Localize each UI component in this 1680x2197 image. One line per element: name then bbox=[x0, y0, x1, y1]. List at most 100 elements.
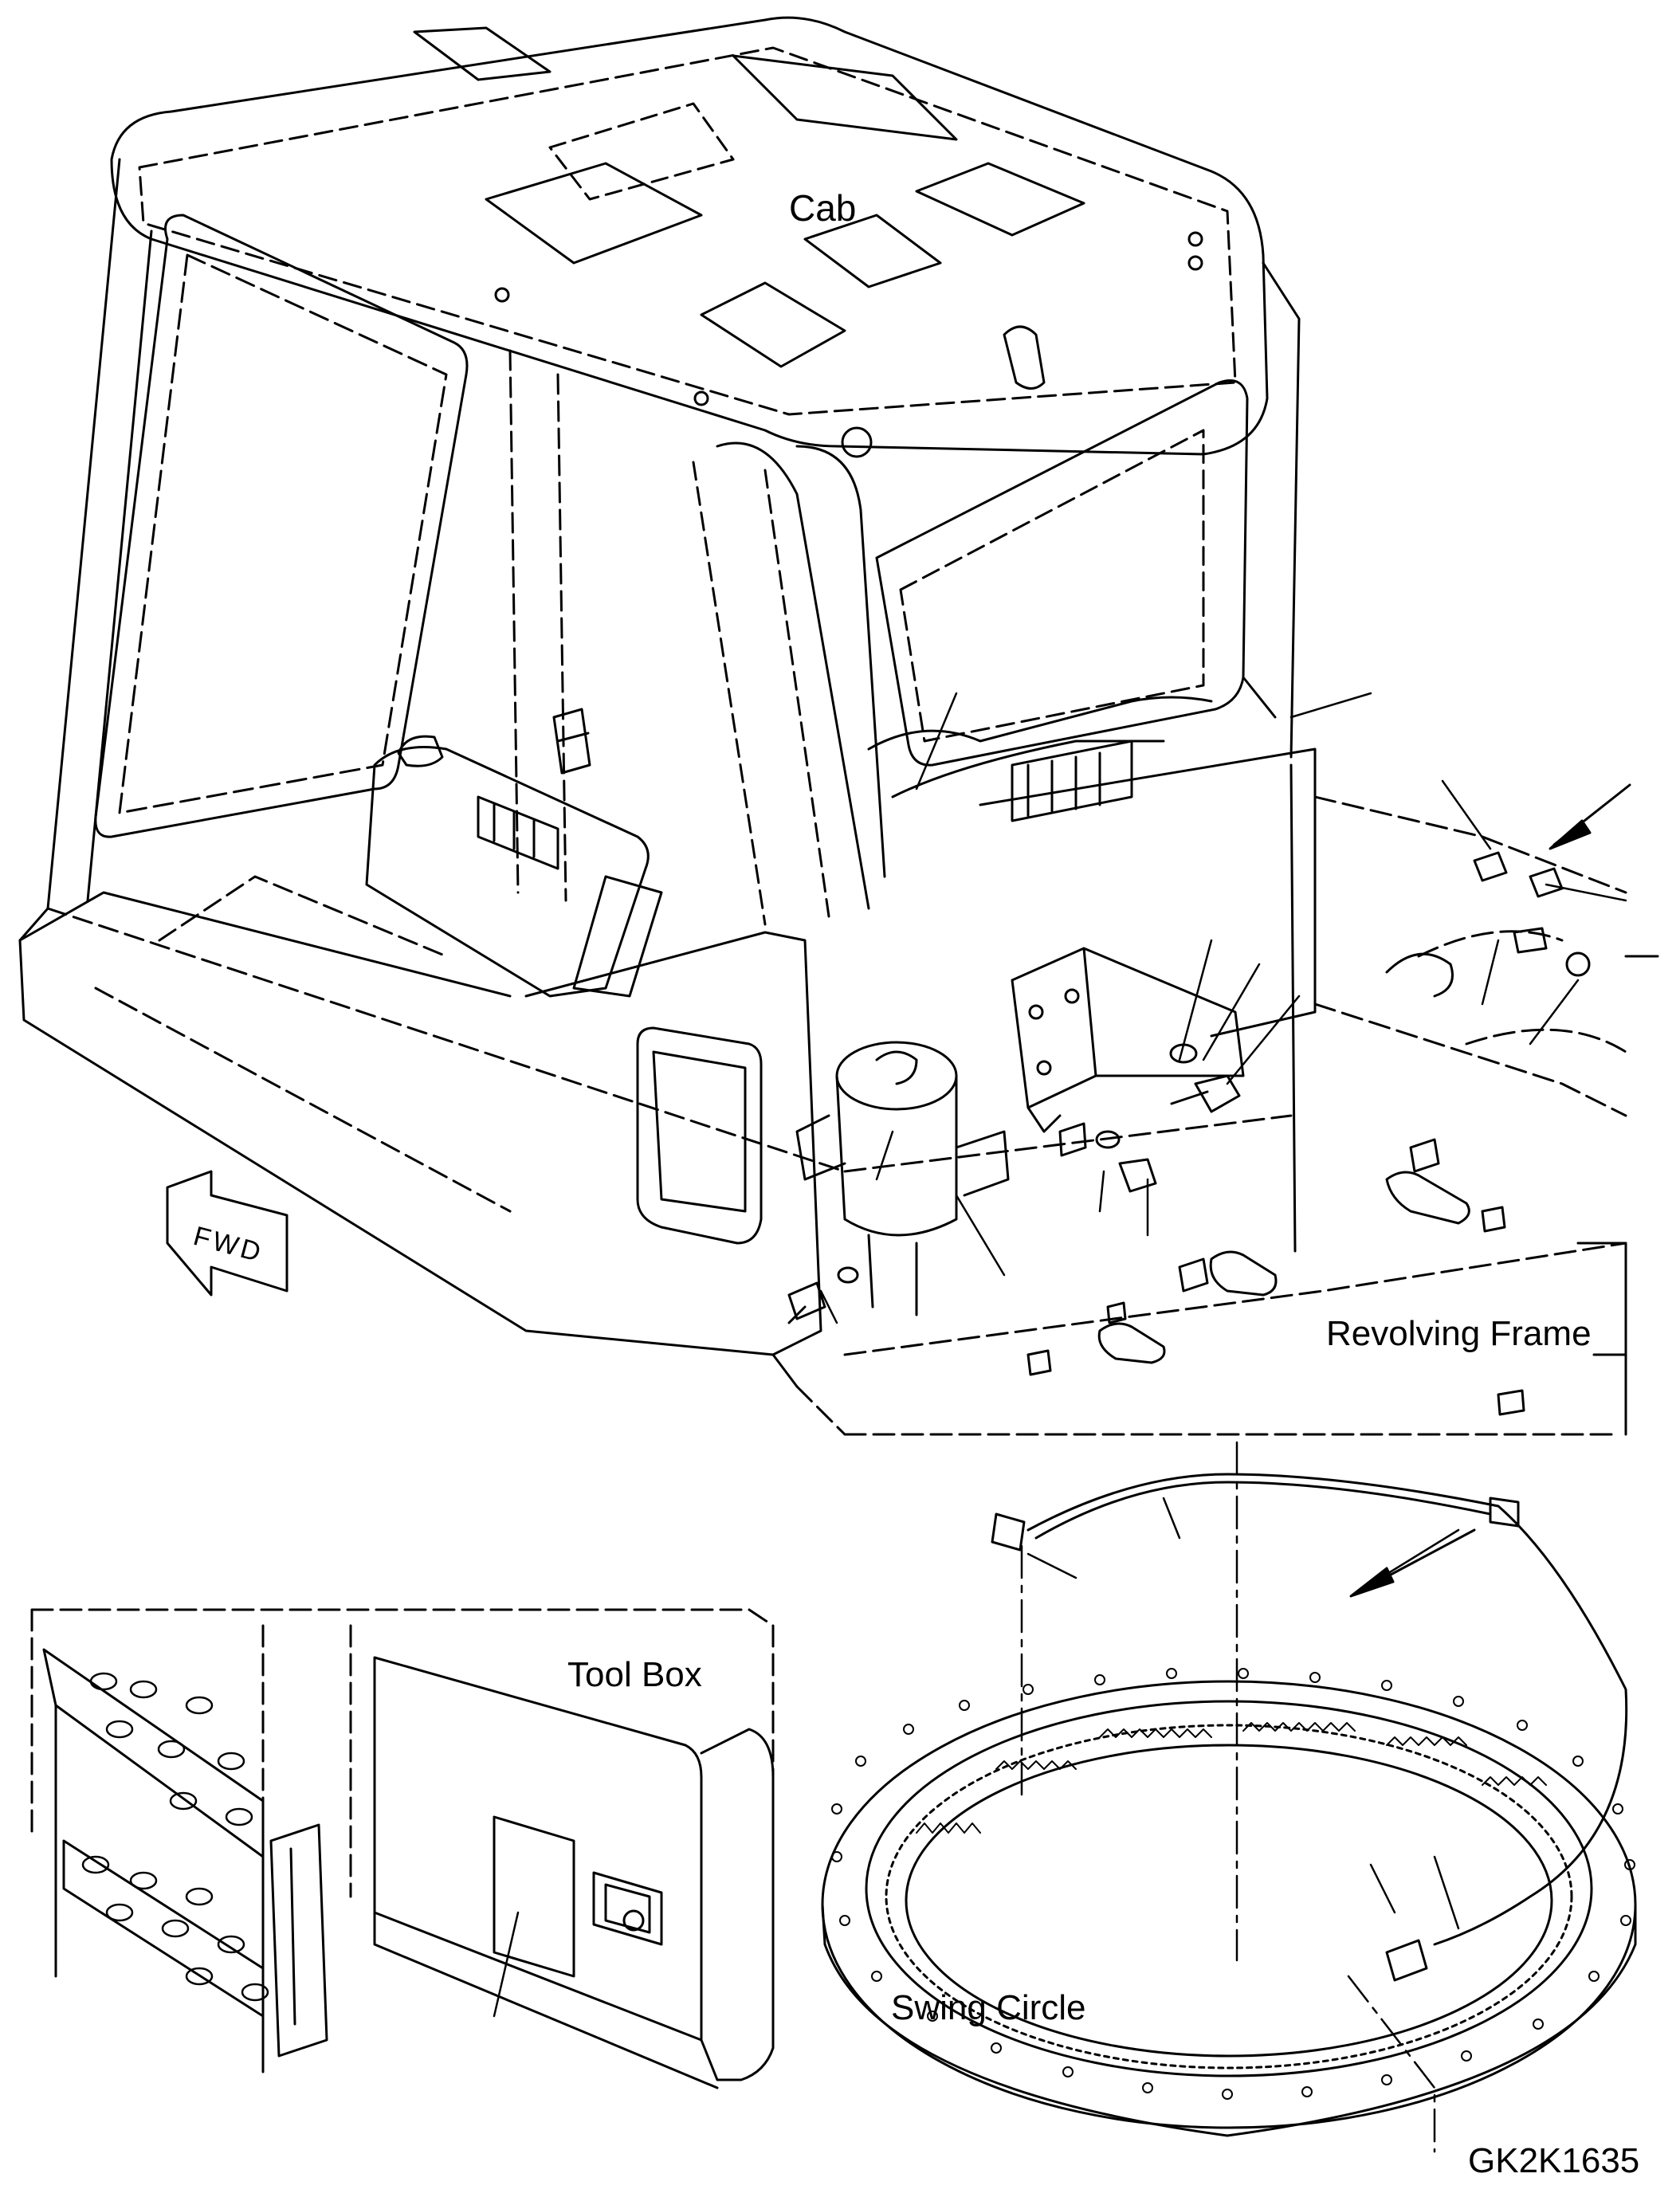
roof-bolt bbox=[1187, 231, 1203, 247]
console-lower bbox=[572, 875, 663, 998]
cab-assembly bbox=[18, 16, 1301, 1388]
swing-leader bbox=[1026, 1497, 1460, 1930]
cab-right-window-dash bbox=[899, 429, 1205, 743]
step-bracket bbox=[269, 1823, 328, 2058]
rocker-switch bbox=[552, 708, 591, 775]
grease-hose-2 bbox=[1034, 1481, 1492, 1540]
cab-rear-pillar bbox=[1242, 261, 1301, 759]
frame-block bbox=[1178, 1257, 1209, 1293]
roof-panel bbox=[915, 162, 1085, 237]
frame-opening bbox=[1097, 1322, 1166, 1364]
leader-line bbox=[1441, 779, 1492, 850]
toolbox-body bbox=[373, 1728, 775, 2089]
bracket-plate bbox=[1011, 947, 1245, 1109]
bracket-hole bbox=[1028, 1004, 1044, 1020]
roof-bolt bbox=[1187, 255, 1203, 271]
swing-ring-inner bbox=[865, 1700, 1593, 2077]
nut bbox=[1565, 951, 1591, 977]
leader-line bbox=[819, 1289, 838, 1324]
bolt-shank bbox=[787, 1305, 807, 1324]
frame-ring-opening bbox=[1417, 930, 1627, 1053]
bracket-hole bbox=[1036, 1060, 1052, 1076]
cylinder-body bbox=[835, 1074, 958, 1237]
label-cab: Cab bbox=[789, 187, 857, 229]
cab-left-pillar bbox=[18, 158, 153, 942]
grease-hose bbox=[1026, 1473, 1628, 1946]
direction-arrow-head bbox=[1549, 819, 1592, 850]
side-console bbox=[365, 746, 650, 998]
swing-ring-gear bbox=[885, 1724, 1573, 2069]
leader-line bbox=[1545, 883, 1627, 902]
cab-door-opening bbox=[636, 1026, 763, 1245]
toolbox-latch bbox=[592, 1871, 663, 1946]
roof-panel bbox=[548, 102, 735, 201]
toolbox-label-plate bbox=[493, 1815, 575, 1978]
toolbox-latch-knob bbox=[622, 1909, 645, 1932]
fwd-arrow-outline bbox=[166, 1170, 289, 1297]
cab-front-pillar-dash bbox=[692, 461, 830, 926]
cab-right-window bbox=[875, 379, 1249, 767]
frame-block bbox=[1481, 1206, 1506, 1233]
roof-bolt bbox=[693, 390, 709, 406]
frame-block bbox=[1409, 1138, 1440, 1173]
cab-base-dash bbox=[46, 875, 846, 1213]
bracket-tab bbox=[1026, 1106, 1062, 1133]
step-holes bbox=[81, 1672, 269, 2002]
cylinder-bracket bbox=[795, 1114, 1010, 1197]
toolbox-leader bbox=[493, 1911, 520, 2018]
fitting bbox=[1529, 867, 1564, 898]
frame-rail bbox=[1576, 955, 1659, 1436]
leader-line bbox=[1178, 939, 1213, 1061]
cylinder-leg bbox=[867, 1234, 918, 1316]
roof-panel bbox=[485, 162, 703, 265]
fitting bbox=[1513, 927, 1548, 954]
frame-opening bbox=[1385, 1171, 1470, 1225]
console-switches bbox=[477, 795, 559, 870]
bolt bbox=[787, 1281, 826, 1320]
bolt bbox=[1194, 1074, 1241, 1113]
roof-bolt bbox=[494, 287, 510, 303]
hose-fitting bbox=[991, 1512, 1026, 1552]
cab-roof bbox=[110, 16, 1269, 456]
leader-line bbox=[875, 1130, 894, 1181]
roof-lamp bbox=[1003, 325, 1046, 390]
terminal-clip bbox=[1058, 1122, 1087, 1157]
roof-panel bbox=[803, 214, 942, 288]
cab-base bbox=[18, 891, 799, 1388]
bracket-hole bbox=[1064, 988, 1080, 1004]
leader-line bbox=[1481, 939, 1500, 1006]
frame-cover bbox=[1385, 952, 1454, 998]
washer bbox=[837, 1266, 859, 1284]
step-rack bbox=[42, 1648, 265, 2073]
tool-box bbox=[30, 1608, 775, 2089]
leader-line bbox=[955, 1194, 1006, 1277]
label-tool-box: Tool Box bbox=[567, 1655, 702, 1694]
roof-bolt bbox=[841, 426, 873, 458]
leader-line bbox=[1529, 979, 1580, 1046]
side-console-top bbox=[397, 735, 444, 767]
frame-block bbox=[1497, 1389, 1525, 1416]
swing-circle bbox=[821, 1441, 1637, 2153]
cylinder-cap bbox=[875, 1050, 918, 1085]
leader-line bbox=[1098, 1170, 1105, 1213]
bolt-shank bbox=[1170, 1090, 1209, 1105]
label-revolving-frame: Revolving Frame bbox=[1326, 1314, 1592, 1353]
leader-line bbox=[1226, 995, 1301, 1085]
leader-lines bbox=[819, 692, 1627, 1324]
roof-panel bbox=[413, 26, 551, 81]
cab-left-window-inner bbox=[118, 253, 448, 814]
swing-ring-gear-inner bbox=[905, 1744, 1553, 2058]
gear-teeth bbox=[916, 1722, 1547, 1834]
hose-fitting bbox=[1385, 1939, 1428, 1982]
fitting bbox=[1473, 851, 1508, 882]
cab-door-opening-inner bbox=[652, 1050, 747, 1213]
toolbox-outline-dash bbox=[30, 1608, 775, 2066]
frame-block bbox=[1106, 1301, 1127, 1324]
drawing-code: GK2K1635 bbox=[1468, 2141, 1640, 2180]
cab-left-window bbox=[94, 214, 469, 838]
label-swing-circle: Swing Circle bbox=[891, 1988, 1086, 2027]
fuse-box bbox=[1011, 740, 1133, 822]
center-line bbox=[1020, 1441, 1436, 2153]
swing-ring-holes bbox=[831, 1668, 1635, 2100]
